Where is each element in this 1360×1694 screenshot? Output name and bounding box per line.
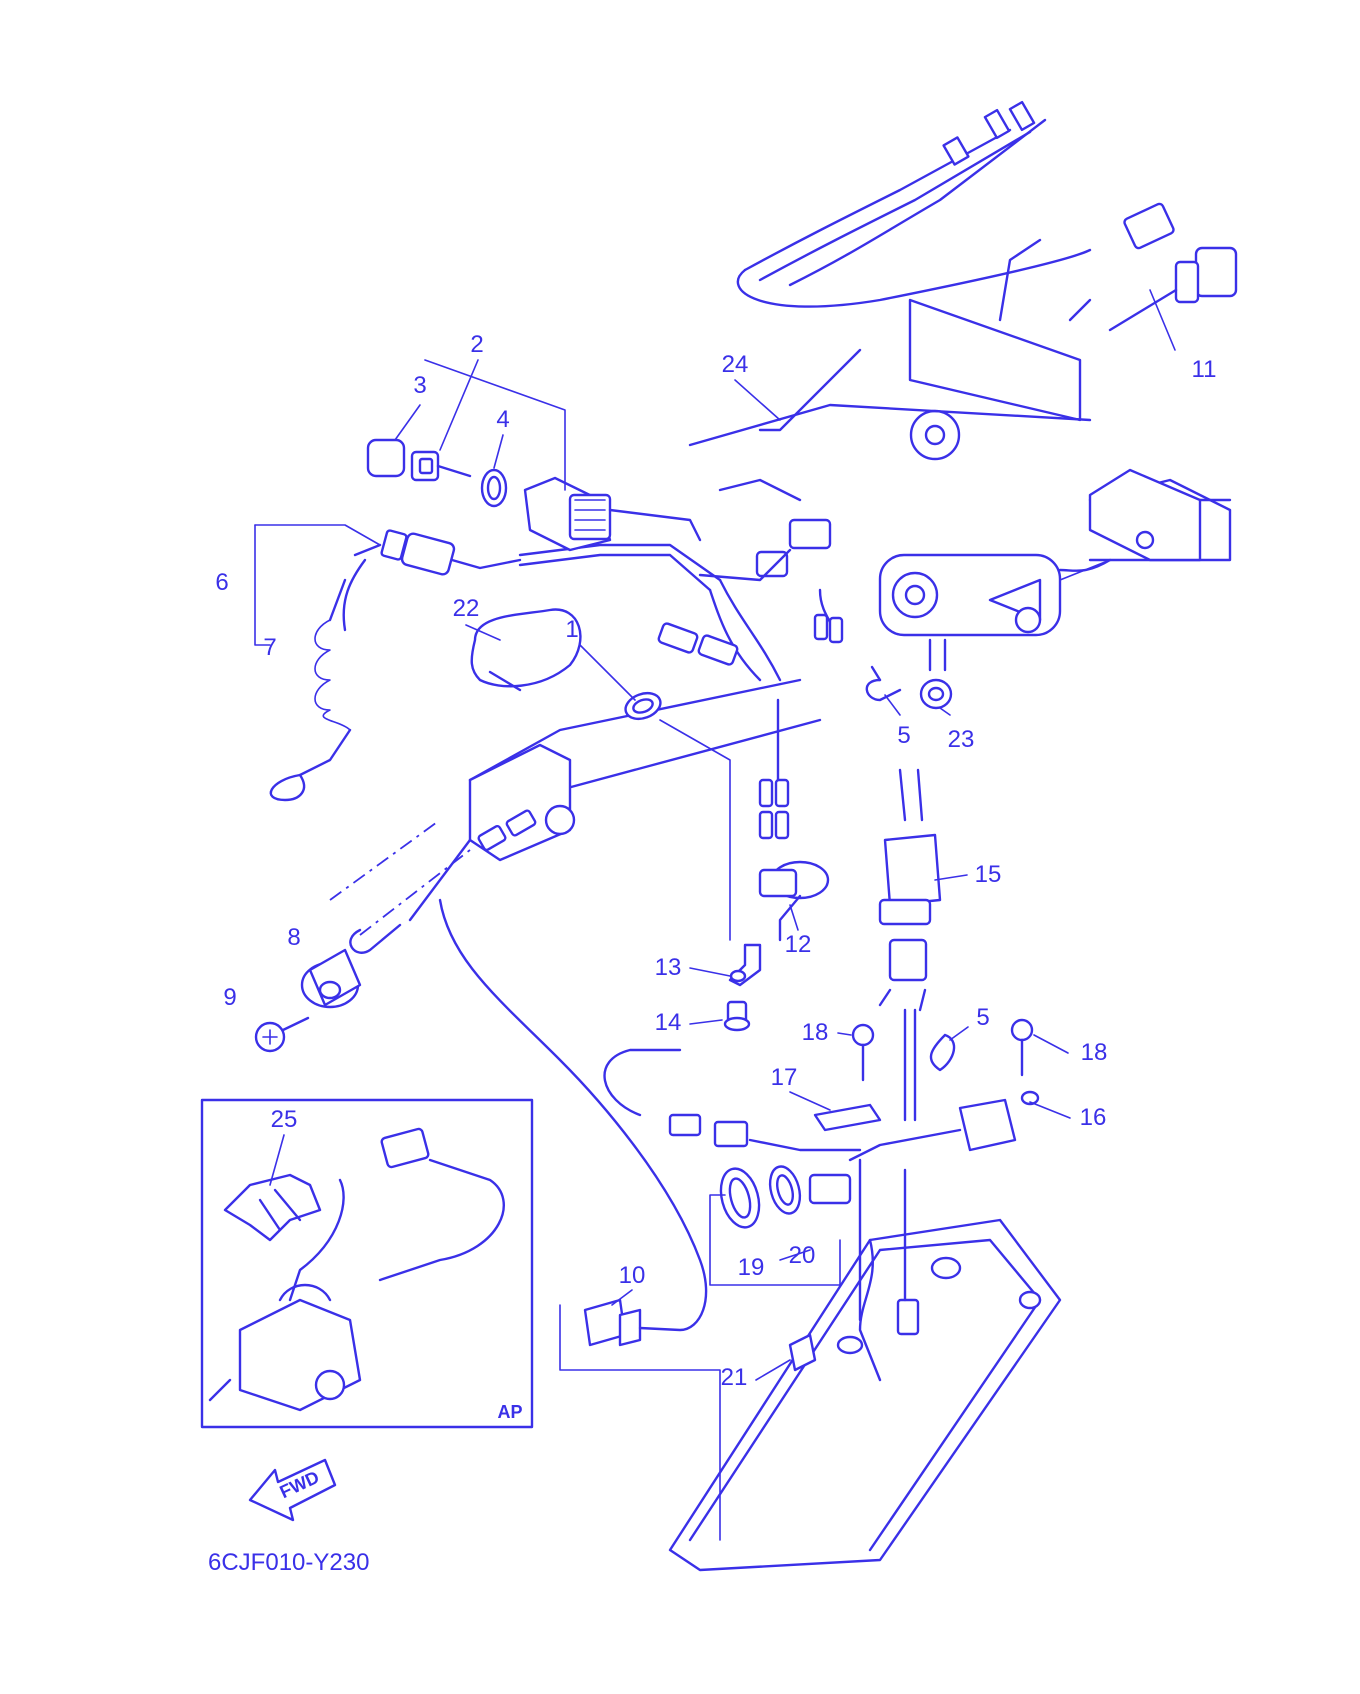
callout-8: 8 (287, 924, 300, 951)
callout-12: 12 (785, 931, 812, 958)
callout-5b: 5 (976, 1004, 989, 1031)
screws-18 (851, 1018, 1034, 1082)
callout-9: 9 (223, 984, 236, 1011)
callout-17: 17 (771, 1064, 798, 1091)
callout-6: 6 (215, 569, 228, 596)
grommets-19-20 (719, 1165, 852, 1229)
callout-18a: 18 (802, 1019, 829, 1046)
control-cables (736, 100, 1092, 322)
callout-21: 21 (721, 1364, 748, 1391)
callout-11: 11 (1192, 356, 1217, 383)
connector-10 (438, 898, 708, 1347)
callout-3: 3 (413, 372, 426, 399)
connector-12 (758, 698, 830, 942)
connector-11 (1108, 202, 1238, 332)
bracket-13-screw-14 (723, 943, 762, 1032)
stop-switch-and-lanyard (269, 529, 522, 802)
callout-20: 20 (789, 1242, 816, 1269)
callout-16: 16 (1080, 1104, 1107, 1131)
grip-and-screw (254, 948, 362, 1053)
callout-23: 23 (948, 726, 975, 753)
clip-and-nut (865, 665, 956, 1072)
cap-22 (470, 608, 582, 692)
callout-7: 7 (263, 634, 276, 661)
junction-16 (848, 1090, 1040, 1162)
bracket-17 (603, 1048, 882, 1152)
callout-18b: 18 (1081, 1039, 1108, 1066)
callout-15: 15 (975, 861, 1002, 888)
callout-5a: 5 (897, 722, 910, 749)
connector-15 (878, 768, 942, 1122)
bottom-cowling (668, 1158, 1062, 1572)
callout-labels: 1 2 3 4 5 5 6 7 8 9 10 11 12 13 14 15 16… (215, 289, 1217, 1391)
callout-22: 22 (453, 595, 480, 622)
main-switch-assembly (366, 438, 702, 552)
callout-2: 2 (470, 331, 483, 358)
forward-direction-arrow (248, 1458, 337, 1522)
wire-harness (518, 478, 844, 682)
inset-tag: AP (497, 1402, 522, 1422)
callout-24: 24 (722, 351, 749, 378)
inset-ap (200, 1098, 534, 1429)
callout-14: 14 (655, 1009, 682, 1036)
callout-1: 1 (565, 616, 578, 643)
callout-10: 10 (619, 1262, 646, 1289)
tiller-handle (329, 678, 822, 954)
callout-13: 13 (655, 954, 682, 981)
leader-lines (254, 359, 841, 1541)
callout-19: 19 (738, 1254, 765, 1281)
callout-25: 25 (271, 1106, 298, 1133)
callout-4: 4 (496, 406, 509, 433)
upper-mount-bracket (688, 298, 1232, 672)
diagram-code: 6CJF010-Y230 (208, 1549, 369, 1576)
